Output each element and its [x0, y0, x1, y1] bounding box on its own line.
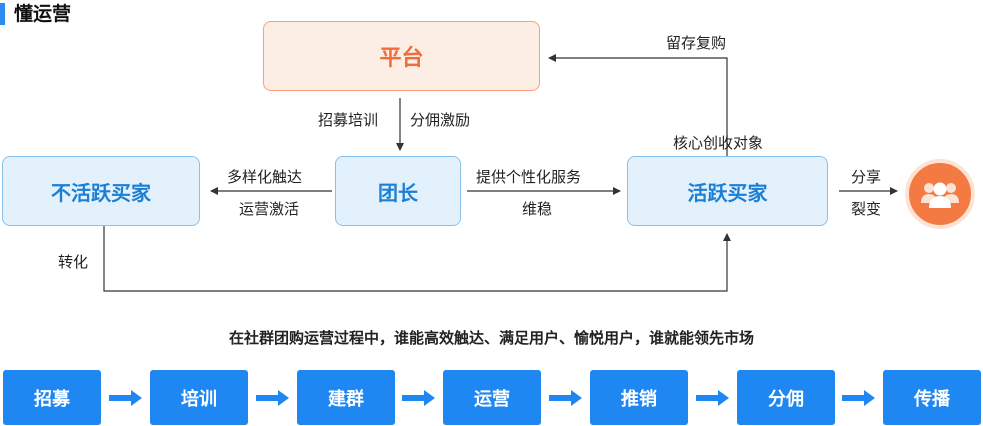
step-arrow-icon — [256, 390, 289, 406]
core-target-label: 核心创收对象 — [673, 134, 764, 152]
activate-label: 运营激活 — [239, 200, 300, 218]
convert-arrow — [103, 226, 731, 292]
share-label: 分享 — [851, 168, 882, 186]
platform-node-label: 平台 — [379, 46, 424, 71]
inactive-buyer-node: 不活跃买家 — [2, 156, 200, 226]
multi-reach-label: 多样化触达 — [227, 168, 303, 186]
users-icon — [921, 182, 959, 208]
commission-label: 分佣激励 — [410, 111, 471, 129]
step-build-group: 建群 — [297, 370, 395, 425]
platform-node: 平台 — [263, 21, 540, 91]
step-arrow-icon — [549, 390, 582, 406]
retain-label: 留存复购 — [666, 34, 727, 52]
title-accent-bar — [0, 3, 5, 25]
users-avatar — [905, 159, 975, 229]
step-train: 培训 — [150, 370, 248, 425]
convert-label: 转化 — [58, 253, 89, 271]
inactive-buyer-node-label: 不活跃买家 — [51, 180, 151, 205]
active-buyer-node: 活跃买家 — [627, 156, 828, 226]
maintain-label: 维稳 — [522, 200, 553, 218]
step-arrow-icon — [696, 390, 729, 406]
step-recruit: 招募 — [3, 370, 101, 425]
step-arrow-icon — [109, 390, 142, 406]
recruit-train-label: 招募培训 — [318, 111, 379, 129]
personal-service-label: 提供个性化服务 — [476, 168, 582, 186]
leader-node-label: 团长 — [378, 180, 418, 205]
step-arrow-icon — [842, 390, 875, 406]
fission-label: 裂变 — [851, 200, 882, 218]
step-commission: 分佣 — [737, 370, 835, 425]
page-title: 懂运营 — [14, 3, 72, 25]
retain-arrow — [548, 54, 728, 156]
step-operate: 运营 — [443, 370, 541, 425]
leader-node: 团长 — [335, 156, 461, 226]
step-promote: 推销 — [590, 370, 688, 425]
summary-text: 在社群团购运营过程中，谁能高效触达、满足用户、愉悦用户，谁就能领先市场 — [228, 329, 754, 347]
active-buyer-node-label: 活跃买家 — [687, 180, 768, 205]
step-arrow-icon — [402, 390, 435, 406]
step-spread: 传播 — [883, 370, 981, 425]
